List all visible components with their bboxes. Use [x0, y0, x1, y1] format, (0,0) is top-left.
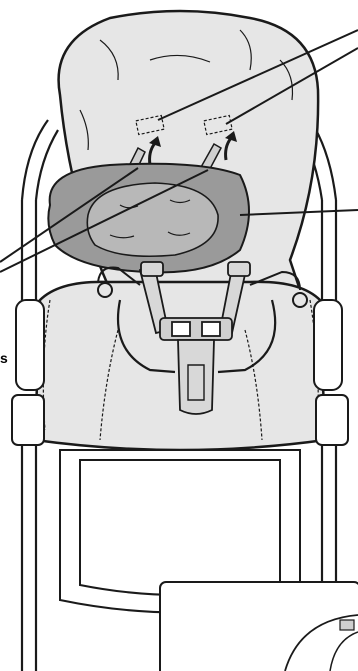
crotch-strap: [178, 340, 214, 414]
harness-buckle: [160, 318, 232, 340]
detail-inset: [160, 582, 358, 671]
callout-label: s: [0, 350, 8, 366]
